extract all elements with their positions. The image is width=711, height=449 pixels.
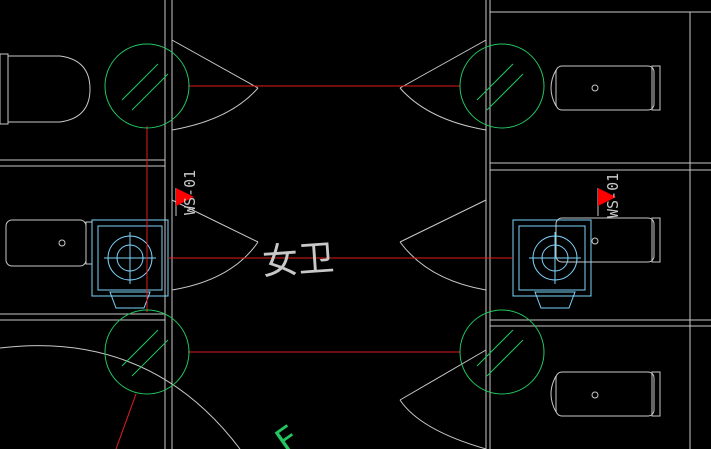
door-swings (0, 39, 487, 449)
fixture-circle-top-right (459, 43, 545, 129)
pipes (115, 85, 513, 449)
tag-left: WS-01 (181, 170, 199, 215)
toilet-mid-right (555, 217, 661, 263)
fixture-circle-bottom-left (104, 309, 190, 395)
flag-right (597, 188, 616, 216)
fixture-circle-top-left (104, 43, 190, 129)
fixture-circles (104, 43, 545, 395)
toilet-bottom-right (550, 371, 661, 417)
toilet-top-left (0, 53, 91, 125)
fixture-circle-bottom-right (459, 309, 545, 395)
toilets (0, 53, 661, 417)
room-label: 女卫 (261, 238, 336, 284)
floor-drain-right (512, 219, 592, 309)
toilet-top-right (550, 65, 661, 111)
tag-right: WS-01 (604, 173, 622, 218)
flag-left (175, 188, 194, 216)
